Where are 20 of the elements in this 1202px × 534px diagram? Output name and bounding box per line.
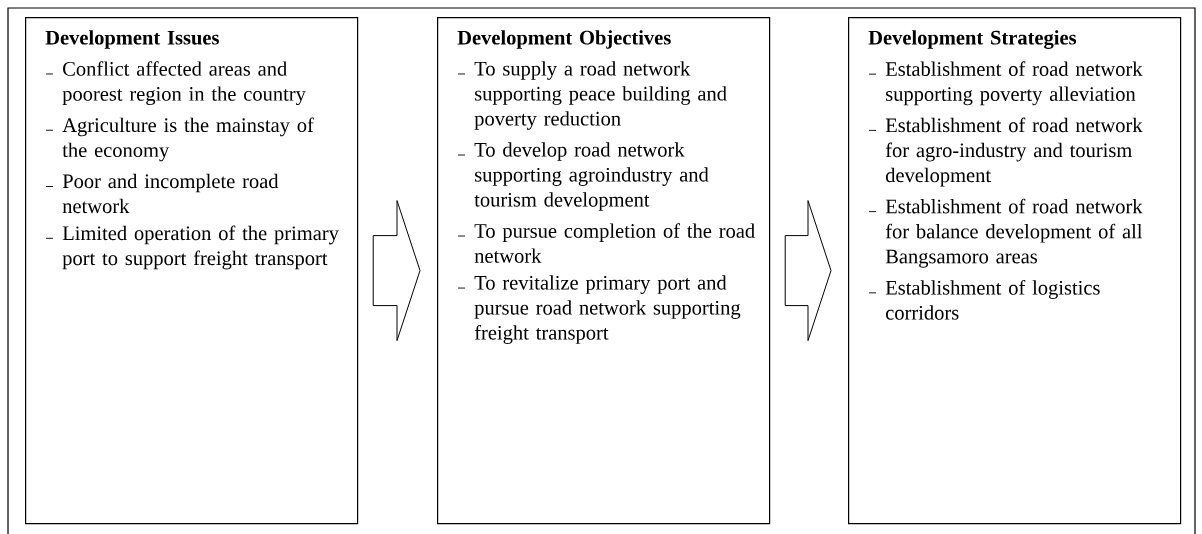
list-item: Establishment of road network supporting poverty alleviation	[868, 61, 1143, 106]
list-item: Establishment of road network for agro-industry and tourism development	[868, 117, 1143, 187]
list-item: To supply a road network supporting peace building and poverty reduction	[457, 61, 727, 130]
text-box	[437, 17, 771, 525]
text-box	[25, 17, 359, 525]
list-item: Poor and incomplete road network	[45, 173, 279, 214]
list-item: Establishment of logistics corridors	[868, 280, 1100, 320]
list-item: Agriculture is the mainstay of the economy	[45, 117, 314, 162]
list-item: To revitalize primary port and pursue road network supporting freight transport	[457, 275, 741, 344]
list-item: To pursue completion of the road network	[457, 223, 755, 263]
heading: Development Issues	[45, 30, 219, 49]
list-item: To develop road network supporting agroindustry and tourism development	[457, 142, 709, 211]
text-box	[848, 17, 1182, 525]
list-item: Limited operation of the primary port to support freight transport	[45, 225, 339, 270]
list-item: Conflict affected areas and poorest region in the country	[45, 61, 306, 106]
heading: Development Objectives	[457, 30, 671, 49]
heading: Development Strategies	[868, 30, 1077, 49]
list-item: Establishment of road network for balance development of all Bangsamoro areas	[868, 198, 1143, 268]
block-arrow	[372, 200, 421, 342]
block-arrow	[784, 200, 832, 342]
